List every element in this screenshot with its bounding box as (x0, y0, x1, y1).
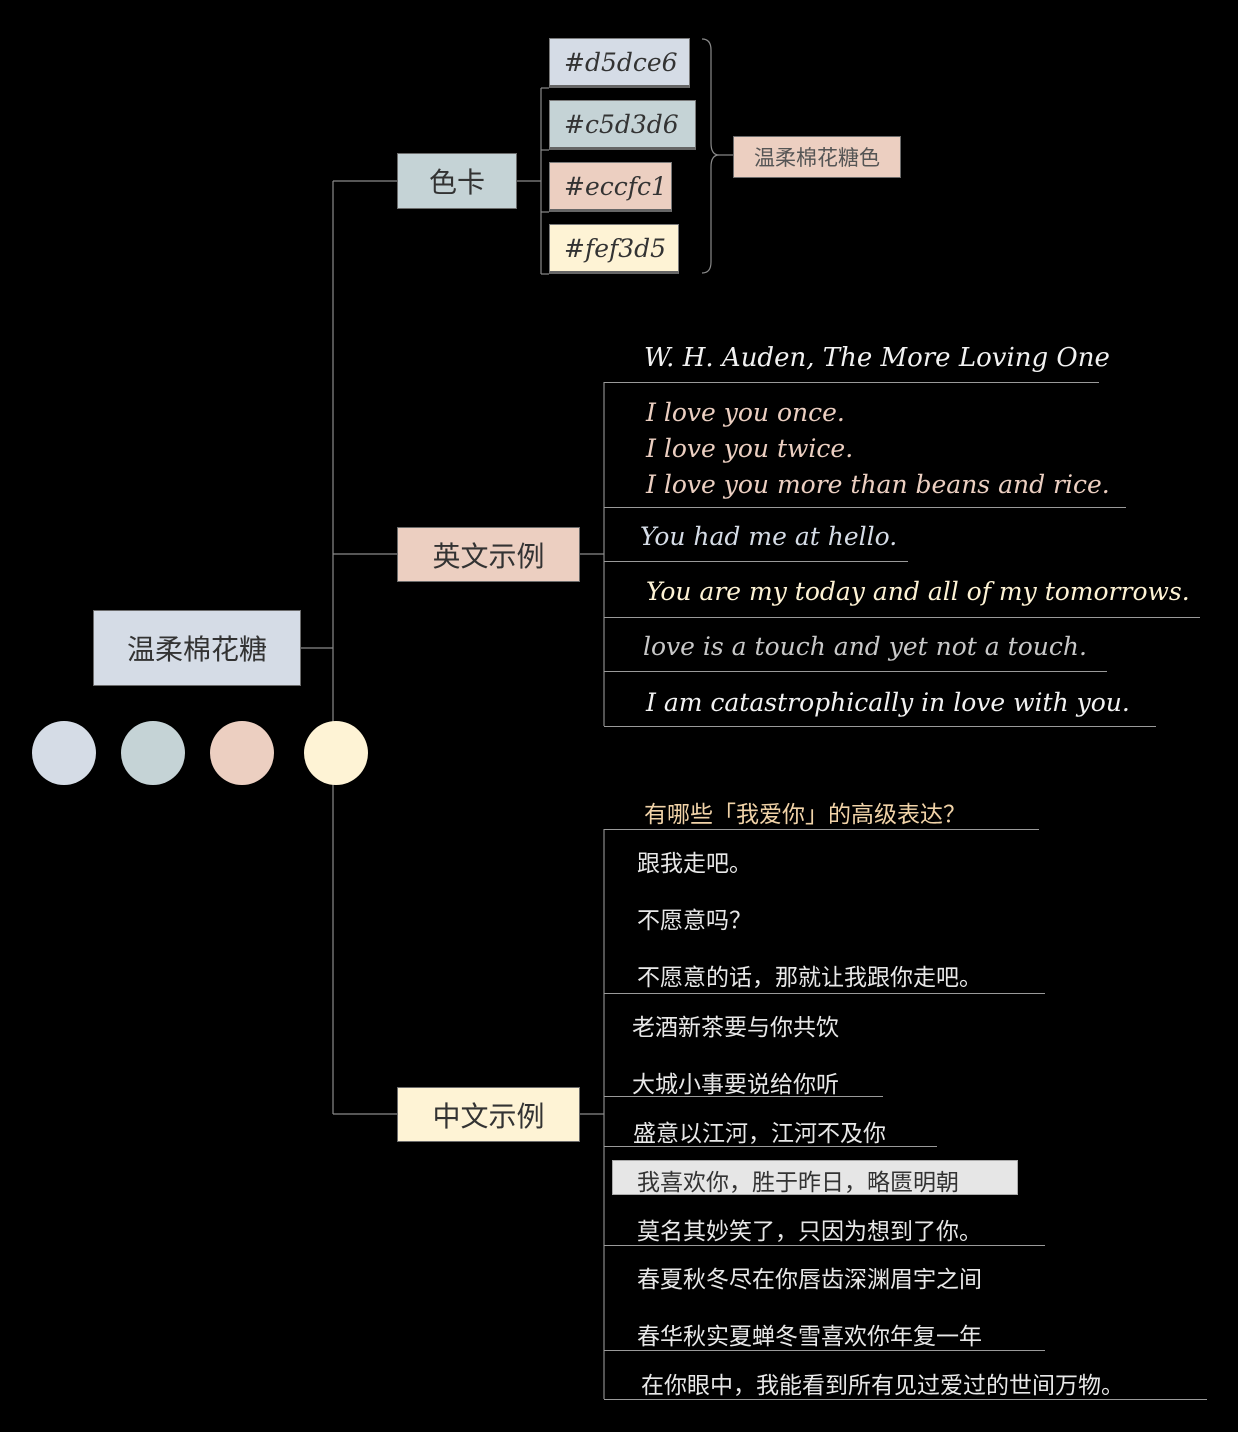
root-label: 温柔棉花糖 (126, 633, 267, 666)
chinese-line: 我喜欢你，胜于昨日，略匮明朝 (637, 1170, 959, 1196)
branch-chinese-label: 中文示例 (432, 1099, 545, 1133)
branch-english[interactable]: 英文示例 (397, 527, 580, 582)
english-line: You had me at hello. (640, 522, 898, 551)
english-line: love is a touch and yet not a touch. (643, 632, 1087, 661)
underline (604, 382, 1099, 383)
underline (604, 993, 1045, 994)
chinese-line: 莫名其妙笑了，只因为想到了你。 (637, 1219, 982, 1245)
color-circle-2 (121, 721, 185, 785)
swatch-fef3d5[interactable]: #fef3d5 (549, 224, 679, 274)
chinese-line: 跟我走吧。 (637, 851, 752, 877)
branch-colorcard-label: 色卡 (428, 166, 485, 199)
chinese-line: 春夏秋冬尽在你唇齿深渊眉宇之间 (637, 1267, 982, 1293)
swatch-d5dce6[interactable]: #d5dce6 (549, 38, 690, 88)
underline (604, 1245, 1045, 1246)
swatch-c5d3d6[interactable]: #c5d3d6 (549, 100, 696, 150)
english-line: I love you twice. (646, 434, 854, 463)
english-line: I am catastrophically in love with you. (646, 688, 1130, 717)
chinese-line: 不愿意的话，那就让我跟你走吧。 (637, 965, 982, 991)
swatch-label: #eccfc1 (564, 171, 667, 201)
chinese-line: 盛意以江河，江河不及你 (633, 1121, 886, 1147)
swatch-label: #d5dce6 (564, 47, 678, 77)
underline (604, 561, 908, 562)
underline (604, 617, 1200, 618)
chinese-title: 有哪些「我爱你」的高级表达？ (644, 802, 966, 828)
chinese-line: 春华秋实夏蝉冬雪喜欢你年复一年 (637, 1324, 982, 1350)
underline (604, 1350, 1045, 1351)
underline (604, 1146, 937, 1147)
color-circle-1 (32, 721, 96, 785)
underline (604, 1399, 1207, 1400)
chinese-line: 大城小事要说给你听 (632, 1072, 839, 1098)
branch-chinese[interactable]: 中文示例 (397, 1087, 580, 1142)
underline (604, 726, 1156, 727)
underline (604, 1096, 883, 1097)
swatch-label: #c5d3d6 (564, 109, 679, 139)
chinese-line: 不愿意吗？ (637, 908, 752, 934)
english-line: I love you more than beans and rice. (646, 470, 1110, 499)
branch-english-label: 英文示例 (432, 539, 545, 573)
english-line: You are my today and all of my tomorrows… (646, 577, 1190, 606)
root-node[interactable]: 温柔棉花糖 (93, 610, 301, 686)
english-title: W. H. Auden, The More Loving One (644, 343, 1110, 373)
swatch-label: #fef3d5 (564, 233, 667, 263)
underline (604, 671, 1107, 672)
color-circle-3 (210, 721, 274, 785)
chinese-line: 在你眼中，我能看到所有见过爱过的世间万物。 (641, 1373, 1124, 1399)
branch-colorcard[interactable]: 色卡 (397, 153, 517, 209)
summary-label: 温柔棉花糖色 (754, 146, 880, 170)
underline (604, 507, 1126, 508)
chinese-line: 老酒新茶要与你共饮 (632, 1015, 839, 1041)
underline (604, 829, 1039, 830)
english-line: I love you once. (646, 398, 845, 427)
summary-node[interactable]: 温柔棉花糖色 (733, 136, 901, 178)
color-circle-4 (304, 721, 368, 785)
chinese-selected-item[interactable]: 我喜欢你，胜于昨日，略匮明朝 (612, 1160, 1018, 1196)
swatch-eccfc1[interactable]: #eccfc1 (549, 162, 672, 212)
